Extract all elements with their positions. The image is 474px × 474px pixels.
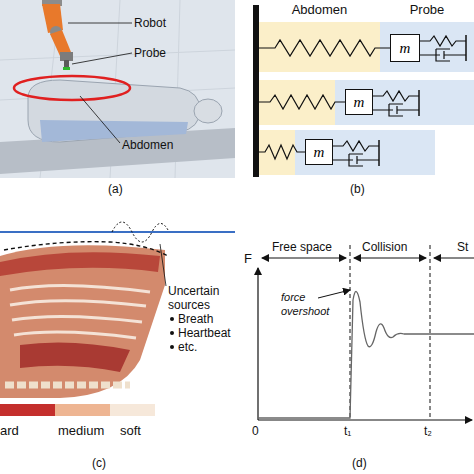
axis-label: F — [244, 252, 252, 266]
mass-box: m — [305, 139, 333, 165]
legend-text: ard — [0, 424, 19, 438]
phase-label: Collision — [362, 240, 407, 254]
abdomen-band — [259, 130, 295, 175]
bullet — [170, 317, 174, 321]
anatomy-spine — [5, 382, 130, 389]
floor-grid — [0, 0, 235, 178]
abdomen-ellipse — [14, 76, 130, 100]
probe-tip — [63, 67, 70, 70]
note-label: Uncertain sources — [168, 284, 234, 312]
band-heading: Abdomen — [259, 2, 380, 17]
bullet — [170, 345, 174, 349]
spring-symbol — [259, 145, 305, 159]
mass-box: m — [390, 34, 420, 62]
time-marker — [430, 245, 431, 420]
span-arrow — [262, 258, 346, 259]
leader-line — [80, 96, 120, 143]
motion-wave — [112, 222, 168, 242]
legend-text: medium — [58, 424, 104, 438]
mass-box: m — [345, 89, 373, 115]
spring-damper — [373, 90, 419, 116]
anatomy-ribs — [10, 285, 150, 338]
list-item: etc. — [178, 340, 197, 354]
mass-label: m — [391, 35, 419, 61]
surface-outline — [4, 242, 168, 256]
robot-flange — [60, 52, 73, 61]
anatomy-muscle — [0, 252, 160, 276]
span-arrow — [434, 258, 474, 259]
patient-body — [28, 80, 200, 142]
legend-text: soft — [120, 424, 141, 438]
patient-head — [194, 99, 222, 123]
y-axis — [257, 268, 258, 420]
axis-tick: t₁ — [344, 424, 351, 438]
axis-tick: 0 — [252, 424, 259, 438]
part-label: Abdomen — [122, 138, 173, 152]
probe-body — [64, 60, 69, 68]
spring-damper — [333, 140, 379, 166]
probe-line — [0, 231, 235, 233]
ground-bar — [465, 35, 467, 61]
legend-swatch — [0, 404, 55, 416]
panel-label: (c) — [92, 456, 106, 470]
leader-line — [72, 53, 132, 64]
part-label: Robot — [134, 16, 166, 30]
abdomen-band — [259, 80, 335, 125]
spring-symbol — [259, 40, 390, 56]
callout-arrow — [318, 290, 350, 298]
probe-band — [335, 80, 474, 125]
span-arrow — [354, 258, 426, 259]
spring-symbol — [259, 95, 345, 109]
wall-bar — [253, 5, 259, 177]
mass-label: m — [306, 140, 332, 164]
phase-label: St — [457, 240, 468, 254]
legend-swatch — [110, 404, 155, 416]
part-label: Probe — [134, 46, 166, 60]
list-item: Heartbeat — [178, 326, 231, 340]
callout-text: force overshoot — [281, 290, 337, 318]
panel-label: (d) — [352, 456, 367, 470]
legend-swatch — [55, 404, 110, 416]
mass-label: m — [346, 90, 372, 114]
phase-label: Free space — [272, 240, 332, 254]
anatomy-body — [0, 245, 165, 398]
probe-band — [295, 130, 435, 175]
panel-label: (b) — [350, 182, 365, 196]
list-item: Breath — [178, 312, 213, 326]
axis-tick: t₂ — [424, 424, 432, 438]
leader-line — [160, 244, 166, 286]
spring-damper — [420, 35, 466, 61]
probe-band: Probem — [380, 22, 474, 72]
bullet — [170, 331, 174, 335]
band-heading: Probe — [380, 2, 474, 17]
leader-line — [68, 23, 132, 24]
x-axis — [258, 419, 472, 420]
spring-symbol — [420, 36, 466, 46]
abdomen-band: Abdomen — [259, 22, 380, 72]
anatomy-organ — [20, 342, 130, 372]
damper-symbol — [420, 49, 466, 61]
scene-background — [0, 0, 235, 178]
panel-label: (a) — [108, 182, 123, 196]
